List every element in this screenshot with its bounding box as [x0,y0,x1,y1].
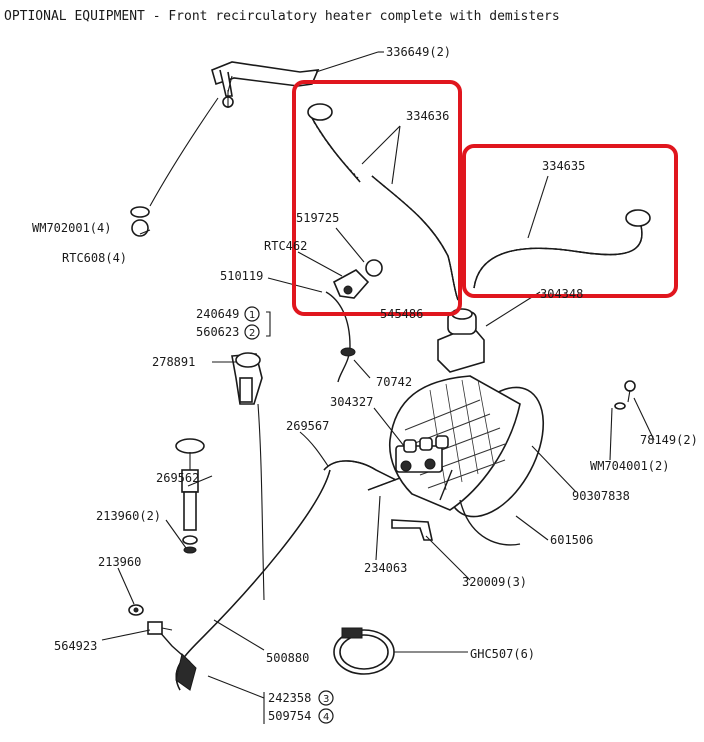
circled-number-2 [244,324,260,340]
label-334636: 334636 [406,109,449,123]
circled-number-1-text: 1 [249,310,255,321]
clip-278891-drawing [231,352,263,405]
connector-304348-drawing [437,308,485,373]
bracket-320009-drawing [391,519,433,541]
label-234063: 234063 [364,561,407,575]
label-304348: 304348 [540,287,583,301]
label-519725: 519725 [296,211,339,225]
label-509754: 509754 [268,709,311,723]
label-320009: 320009(3) [462,575,527,589]
diagram-title: OPTIONAL EQUIPMENT - Front recirculatory… [4,9,560,24]
label-601506: 601506 [550,533,593,547]
label-564923: 564923 [54,639,97,653]
label-rtc462: RTC462 [264,239,307,253]
label-242358: 242358 [268,691,311,705]
label-336649: 336649(2) [386,45,451,59]
hose-clip-ghc507-drawing [333,627,395,675]
part-labels: 336649(2) 334636 334635 519725 RTC462 51… [32,45,698,724]
label-90307838: 90307838 [572,489,630,503]
clip-519725-drawing [332,259,383,299]
circled-number-3 [318,690,334,706]
highlight-box-334636 [292,80,462,316]
small-parts-drawing [128,604,197,691]
label-334635: 334635 [542,159,585,173]
label-78149: 78149(2) [640,433,698,447]
valve-269562-drawing [175,438,205,554]
label-213960: 213960 [98,555,141,569]
bracket-336649-drawing [211,61,320,108]
label-wm702001: WM702001(4) [32,221,111,235]
label-wm704001: WM704001(2) [590,459,669,473]
label-304327: 304327 [330,395,373,409]
circled-number-4-text: 4 [323,712,329,723]
hose-334635-drawing [473,209,651,289]
screw-78149-drawing [614,380,636,410]
wire-510119-drawing [325,291,356,383]
label-278891: 278891 [152,355,195,369]
label-rtc608: RTC608(4) [62,251,127,265]
label-70742: 70742 [376,375,412,389]
hose-269567-drawing [323,460,401,491]
label-500880: 500880 [266,651,309,665]
label-240649: 240649 [196,307,239,321]
label-269567: 269567 [286,419,329,433]
highlight-box-334635 [462,144,678,298]
circled-number-4 [318,708,334,724]
label-213960-2: 213960(2) [96,509,161,523]
circled-number-1 [244,306,260,322]
hose-334636-drawing [307,103,459,301]
leader-lines [101,51,655,724]
label-269562: 269562 [156,471,199,485]
label-545486: 545486 [380,307,423,321]
circled-number-2-text: 2 [249,328,255,339]
label-ghc507: GHC507(6) [470,647,535,661]
label-560623: 560623 [196,325,239,339]
label-510119: 510119 [220,269,263,283]
heater-unit-drawing [388,375,545,546]
circled-number-3-text: 3 [323,694,329,705]
